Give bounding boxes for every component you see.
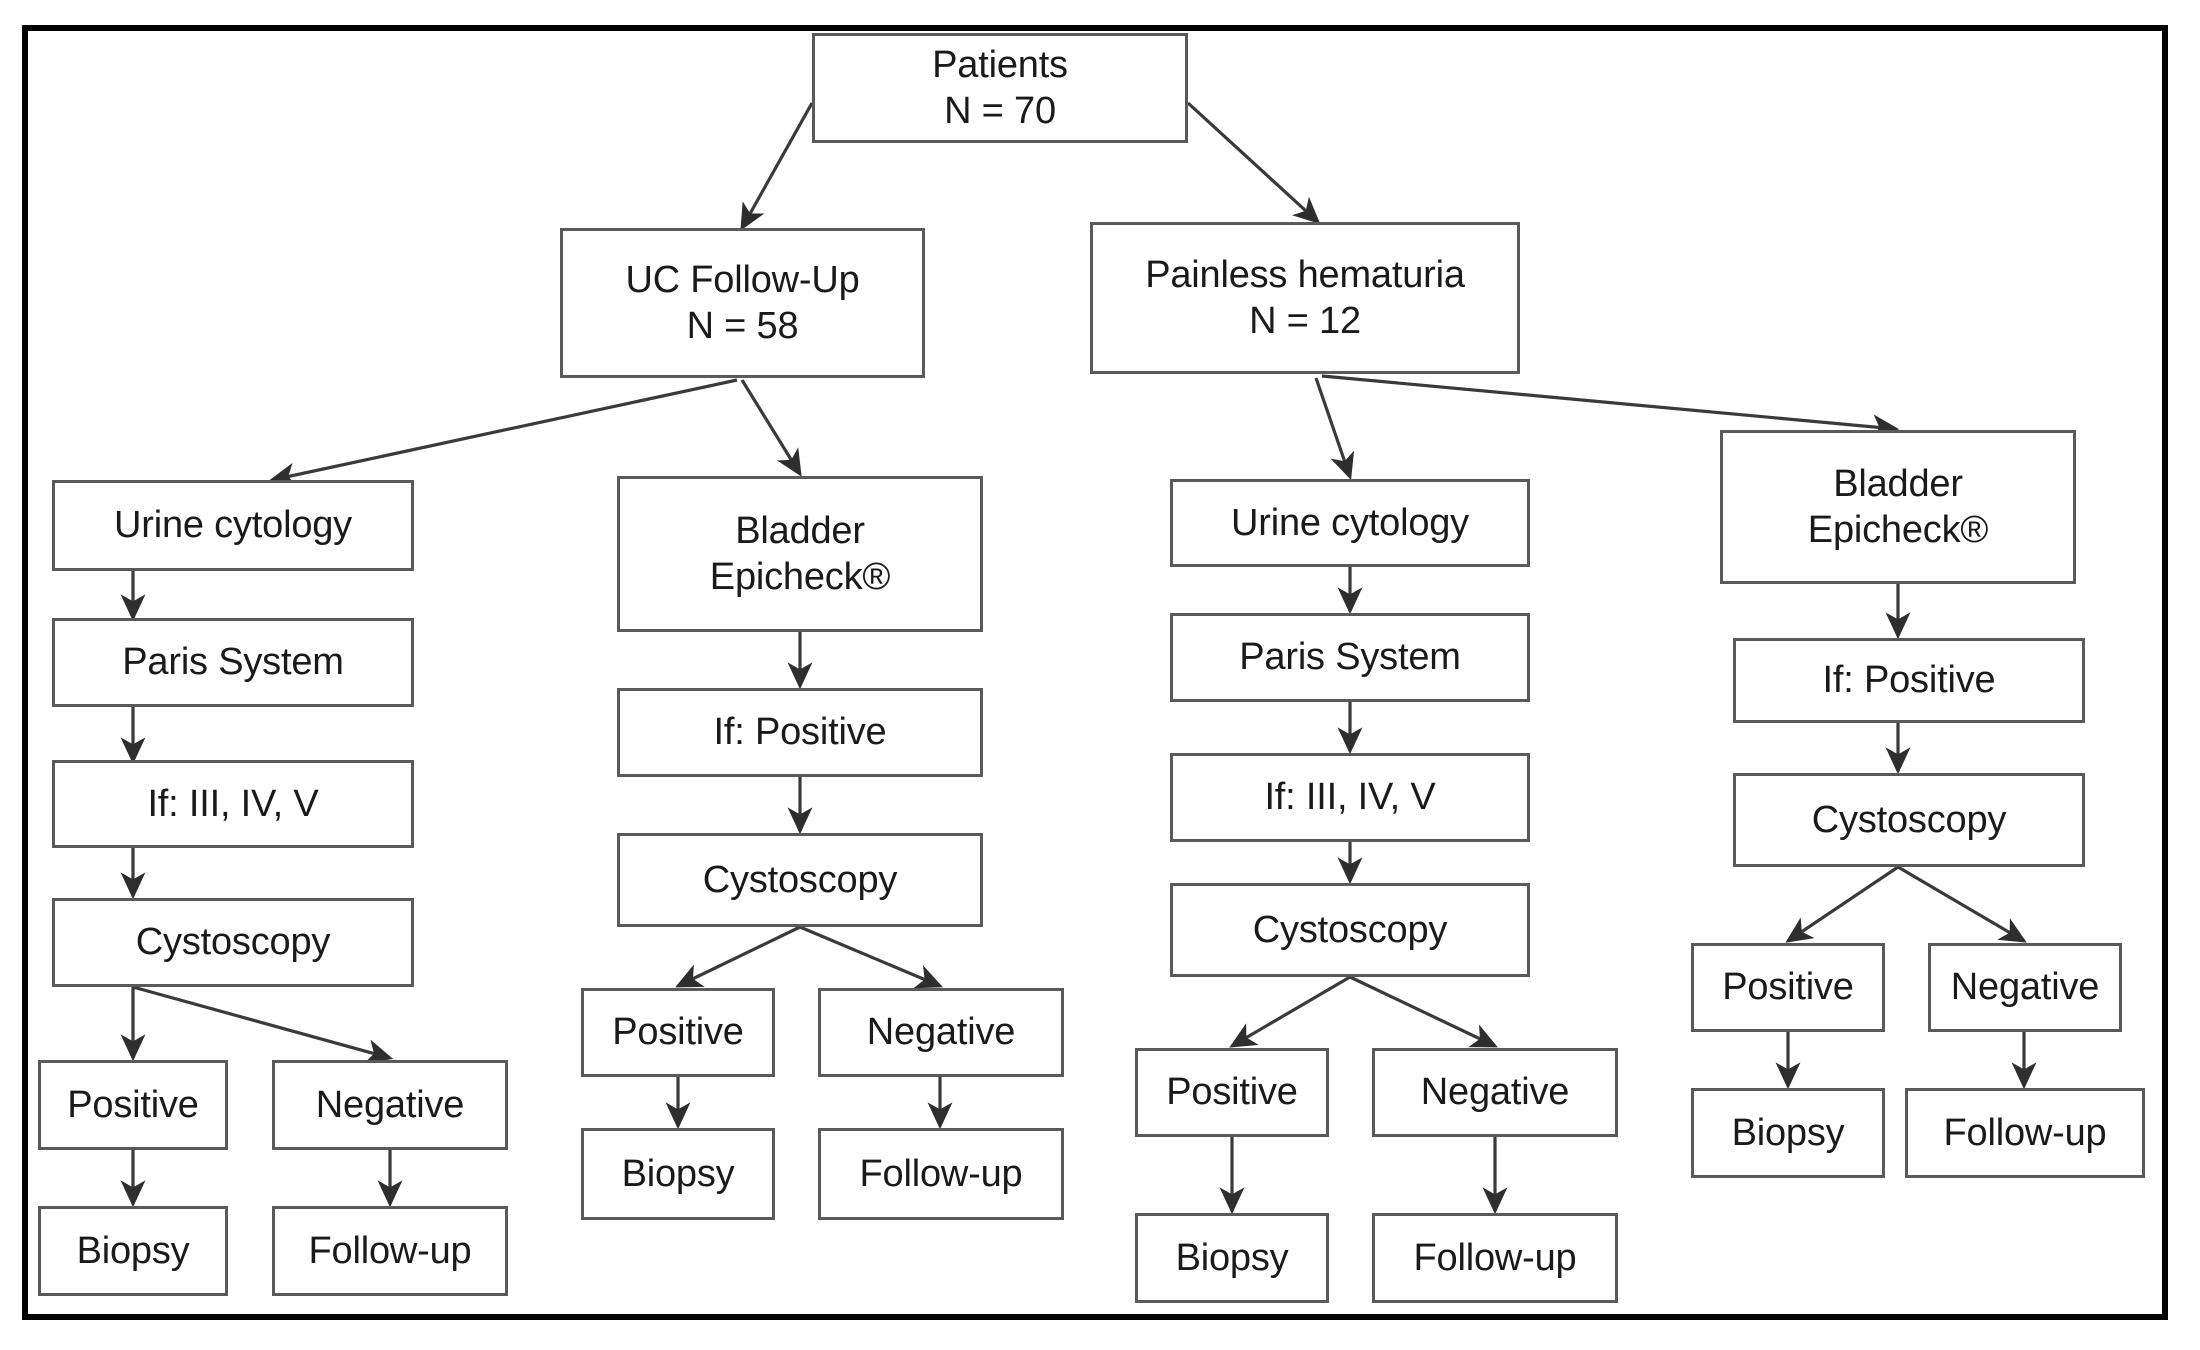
- node-c1-urine-cytology-label: Urine cytology: [114, 504, 352, 547]
- node-uc-follow-up[interactable]: UC Follow-Up N = 58: [560, 228, 925, 378]
- node-c4-bladder-epicheck-label: Bladder Epicheck®: [1807, 462, 1989, 551]
- node-c1-if-grades[interactable]: If: III, IV, V: [52, 760, 414, 848]
- node-c4-positive-label: Positive: [1722, 966, 1854, 1009]
- node-c3-follow-up[interactable]: Follow-up: [1372, 1213, 1618, 1303]
- node-c1-urine-cytology[interactable]: Urine cytology: [52, 480, 414, 571]
- node-c3-cystoscopy-label: Cystoscopy: [1252, 908, 1448, 951]
- node-c3-paris-system-label: Paris System: [1239, 636, 1461, 679]
- node-c1-follow-up[interactable]: Follow-up: [272, 1206, 508, 1296]
- node-c2-positive[interactable]: Positive: [581, 988, 775, 1077]
- node-c2-biopsy-label: Biopsy: [621, 1152, 735, 1195]
- node-c4-if-positive-label: If: Positive: [1822, 659, 1996, 702]
- node-c3-if-grades-label: If: III, IV, V: [1264, 776, 1436, 819]
- node-c3-urine-cytology-label: Urine cytology: [1231, 501, 1469, 544]
- node-c2-follow-up[interactable]: Follow-up: [818, 1128, 1064, 1220]
- node-c2-cystoscopy[interactable]: Cystoscopy: [617, 833, 983, 927]
- node-c1-positive-label: Positive: [67, 1083, 199, 1126]
- node-c1-biopsy-label: Biopsy: [76, 1229, 190, 1272]
- node-c1-positive[interactable]: Positive: [38, 1060, 228, 1150]
- node-c1-negative-label: Negative: [315, 1083, 465, 1126]
- node-c2-negative-label: Negative: [866, 1011, 1016, 1054]
- node-c4-bladder-epicheck[interactable]: Bladder Epicheck®: [1720, 430, 2076, 584]
- node-c2-if-positive-label: If: Positive: [713, 711, 887, 754]
- node-c2-cystoscopy-label: Cystoscopy: [702, 858, 898, 901]
- node-c4-follow-up[interactable]: Follow-up: [1905, 1088, 2145, 1178]
- node-c4-if-positive[interactable]: If: Positive: [1733, 638, 2085, 723]
- node-c2-biopsy[interactable]: Biopsy: [581, 1128, 775, 1220]
- node-c4-positive[interactable]: Positive: [1691, 943, 1885, 1032]
- node-c3-cystoscopy[interactable]: Cystoscopy: [1170, 883, 1530, 977]
- node-c3-biopsy-label: Biopsy: [1175, 1236, 1289, 1279]
- node-c2-negative[interactable]: Negative: [818, 988, 1064, 1077]
- node-c1-paris-system[interactable]: Paris System: [52, 618, 414, 707]
- node-c1-biopsy[interactable]: Biopsy: [38, 1206, 228, 1296]
- node-patients[interactable]: Patients N = 70: [812, 33, 1188, 143]
- node-uc-follow-up-label: UC Follow-Up N = 58: [625, 258, 860, 347]
- node-c4-negative[interactable]: Negative: [1928, 943, 2122, 1032]
- node-c1-follow-up-label: Follow-up: [308, 1229, 472, 1272]
- node-c3-positive-label: Positive: [1166, 1071, 1298, 1114]
- node-c1-if-grades-label: If: III, IV, V: [147, 782, 319, 825]
- node-c2-bladder-epicheck-label: Bladder Epicheck®: [709, 509, 891, 598]
- node-c3-biopsy[interactable]: Biopsy: [1135, 1213, 1329, 1303]
- node-c3-positive[interactable]: Positive: [1135, 1048, 1329, 1137]
- node-c4-cystoscopy-label: Cystoscopy: [1811, 798, 2007, 841]
- node-c2-bladder-epicheck[interactable]: Bladder Epicheck®: [617, 476, 983, 632]
- node-c4-cystoscopy[interactable]: Cystoscopy: [1733, 773, 2085, 867]
- node-c2-if-positive[interactable]: If: Positive: [617, 688, 983, 777]
- node-c2-follow-up-label: Follow-up: [859, 1152, 1023, 1195]
- node-c3-paris-system[interactable]: Paris System: [1170, 613, 1530, 702]
- node-c3-if-grades[interactable]: If: III, IV, V: [1170, 753, 1530, 842]
- node-c1-cystoscopy-label: Cystoscopy: [135, 921, 331, 964]
- node-c3-urine-cytology[interactable]: Urine cytology: [1170, 479, 1530, 567]
- node-c4-negative-label: Negative: [1950, 966, 2100, 1009]
- node-c4-biopsy-label: Biopsy: [1731, 1111, 1845, 1154]
- node-c4-biopsy[interactable]: Biopsy: [1691, 1088, 1885, 1178]
- node-painless-hematuria-label: Painless hematuria N = 12: [1145, 253, 1465, 342]
- node-c1-negative[interactable]: Negative: [272, 1060, 508, 1150]
- node-c3-negative[interactable]: Negative: [1372, 1048, 1618, 1137]
- node-c4-follow-up-label: Follow-up: [1943, 1111, 2107, 1154]
- node-c3-follow-up-label: Follow-up: [1413, 1236, 1577, 1279]
- node-patients-label: Patients N = 70: [932, 43, 1068, 132]
- node-c3-negative-label: Negative: [1420, 1071, 1570, 1114]
- node-painless-hematuria[interactable]: Painless hematuria N = 12: [1090, 222, 1520, 374]
- node-c1-paris-system-label: Paris System: [122, 641, 344, 684]
- node-c2-positive-label: Positive: [612, 1011, 744, 1054]
- node-c1-cystoscopy[interactable]: Cystoscopy: [52, 898, 414, 987]
